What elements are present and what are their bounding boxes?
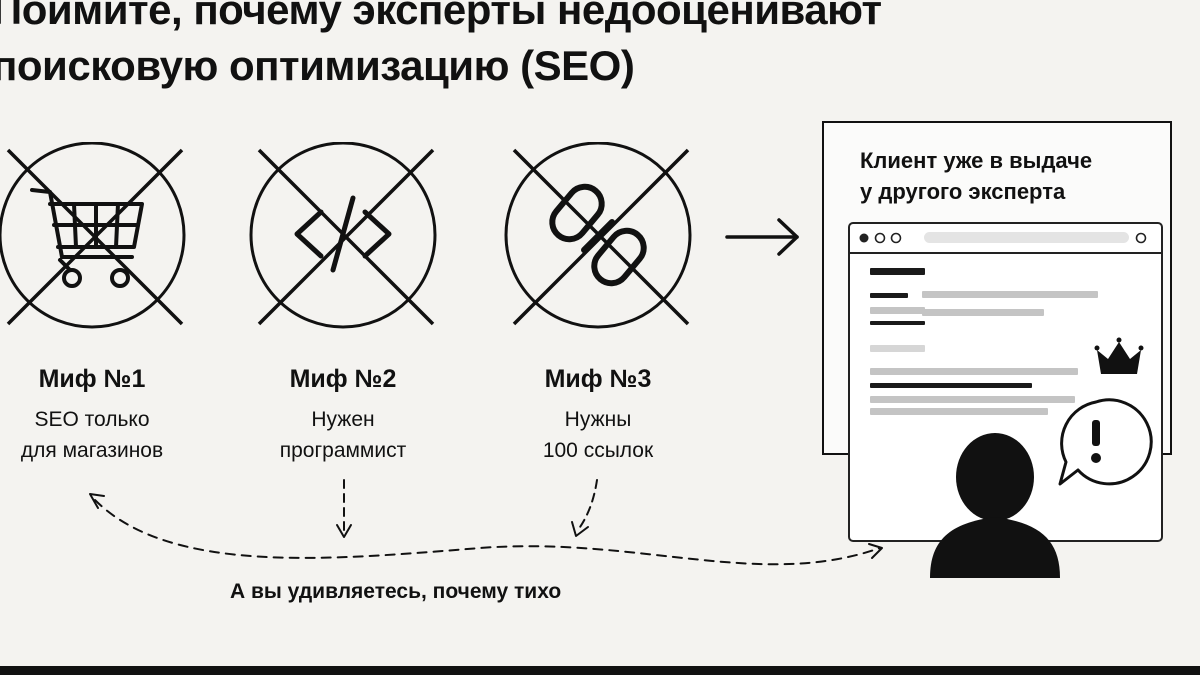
window-dot (859, 233, 869, 243)
browser-toolbar (859, 232, 1147, 244)
address-bar (924, 232, 1129, 243)
myth-line-2: 100 ссылок (542, 439, 654, 462)
link-icon (504, 142, 692, 329)
panel-title-line-2: у другого эксперта (860, 179, 1066, 204)
result-line (870, 321, 925, 325)
exclamation-bubble-icon (1058, 398, 1153, 486)
myth-line-2: программист (279, 439, 407, 462)
result-line (870, 368, 1078, 375)
myth-line-1: Нужен (311, 408, 375, 431)
shopping-cart-icon (0, 142, 186, 329)
title-line-2: поисковую оптимизацию (SEO) (0, 42, 635, 89)
myth-title: Миф №3 (544, 365, 652, 393)
result-line (870, 345, 925, 352)
diagram-caption: А вы удивляетесь, почему тихо (230, 580, 562, 603)
result-line (870, 293, 908, 298)
myth-3: Миф №3 Нужны 100 ссылок (493, 142, 703, 466)
panel-title-line-1: Клиент уже в выдаче (860, 148, 1093, 173)
myth-description: Нужен программист (238, 404, 448, 466)
result-line (922, 309, 1044, 316)
result-line (870, 383, 1032, 388)
myth-title: Миф №2 (289, 365, 397, 393)
myth-description: SEO только для магазинов (0, 404, 197, 466)
myth-1: Миф №1 SEO только для магазинов (0, 142, 197, 466)
window-dot (874, 232, 886, 244)
myth-description: Нужны 100 ссылок (493, 404, 703, 466)
right-arrow-icon (725, 218, 799, 256)
myth-line-1: Нужны (564, 408, 632, 431)
window-dot (890, 232, 902, 244)
title-line-1: Поймите, почему эксперты недооценивают (0, 0, 882, 33)
myth-title: Миф №1 (38, 365, 146, 393)
code-icon (249, 142, 437, 329)
person-silhouette-icon (930, 433, 1060, 578)
result-line (870, 307, 925, 314)
footer-bar (0, 666, 1200, 675)
myth-line-2: для магазинов (20, 439, 164, 462)
result-line (922, 291, 1098, 298)
myth-2: Миф №2 Нужен программист (238, 142, 448, 466)
crown-icon (1097, 342, 1141, 374)
toolbar-divider (850, 252, 1161, 254)
panel-title: Клиент уже в выдаче у другого эксперта (860, 145, 1092, 207)
result-line (870, 408, 1048, 415)
result-line (870, 268, 925, 275)
result-line (870, 396, 1075, 403)
reload-icon (1135, 232, 1147, 244)
page-title: Поймите, почему эксперты недооценивают п… (0, 0, 882, 94)
dashed-arrows (89, 479, 883, 566)
myth-line-1: SEO только (34, 408, 150, 431)
